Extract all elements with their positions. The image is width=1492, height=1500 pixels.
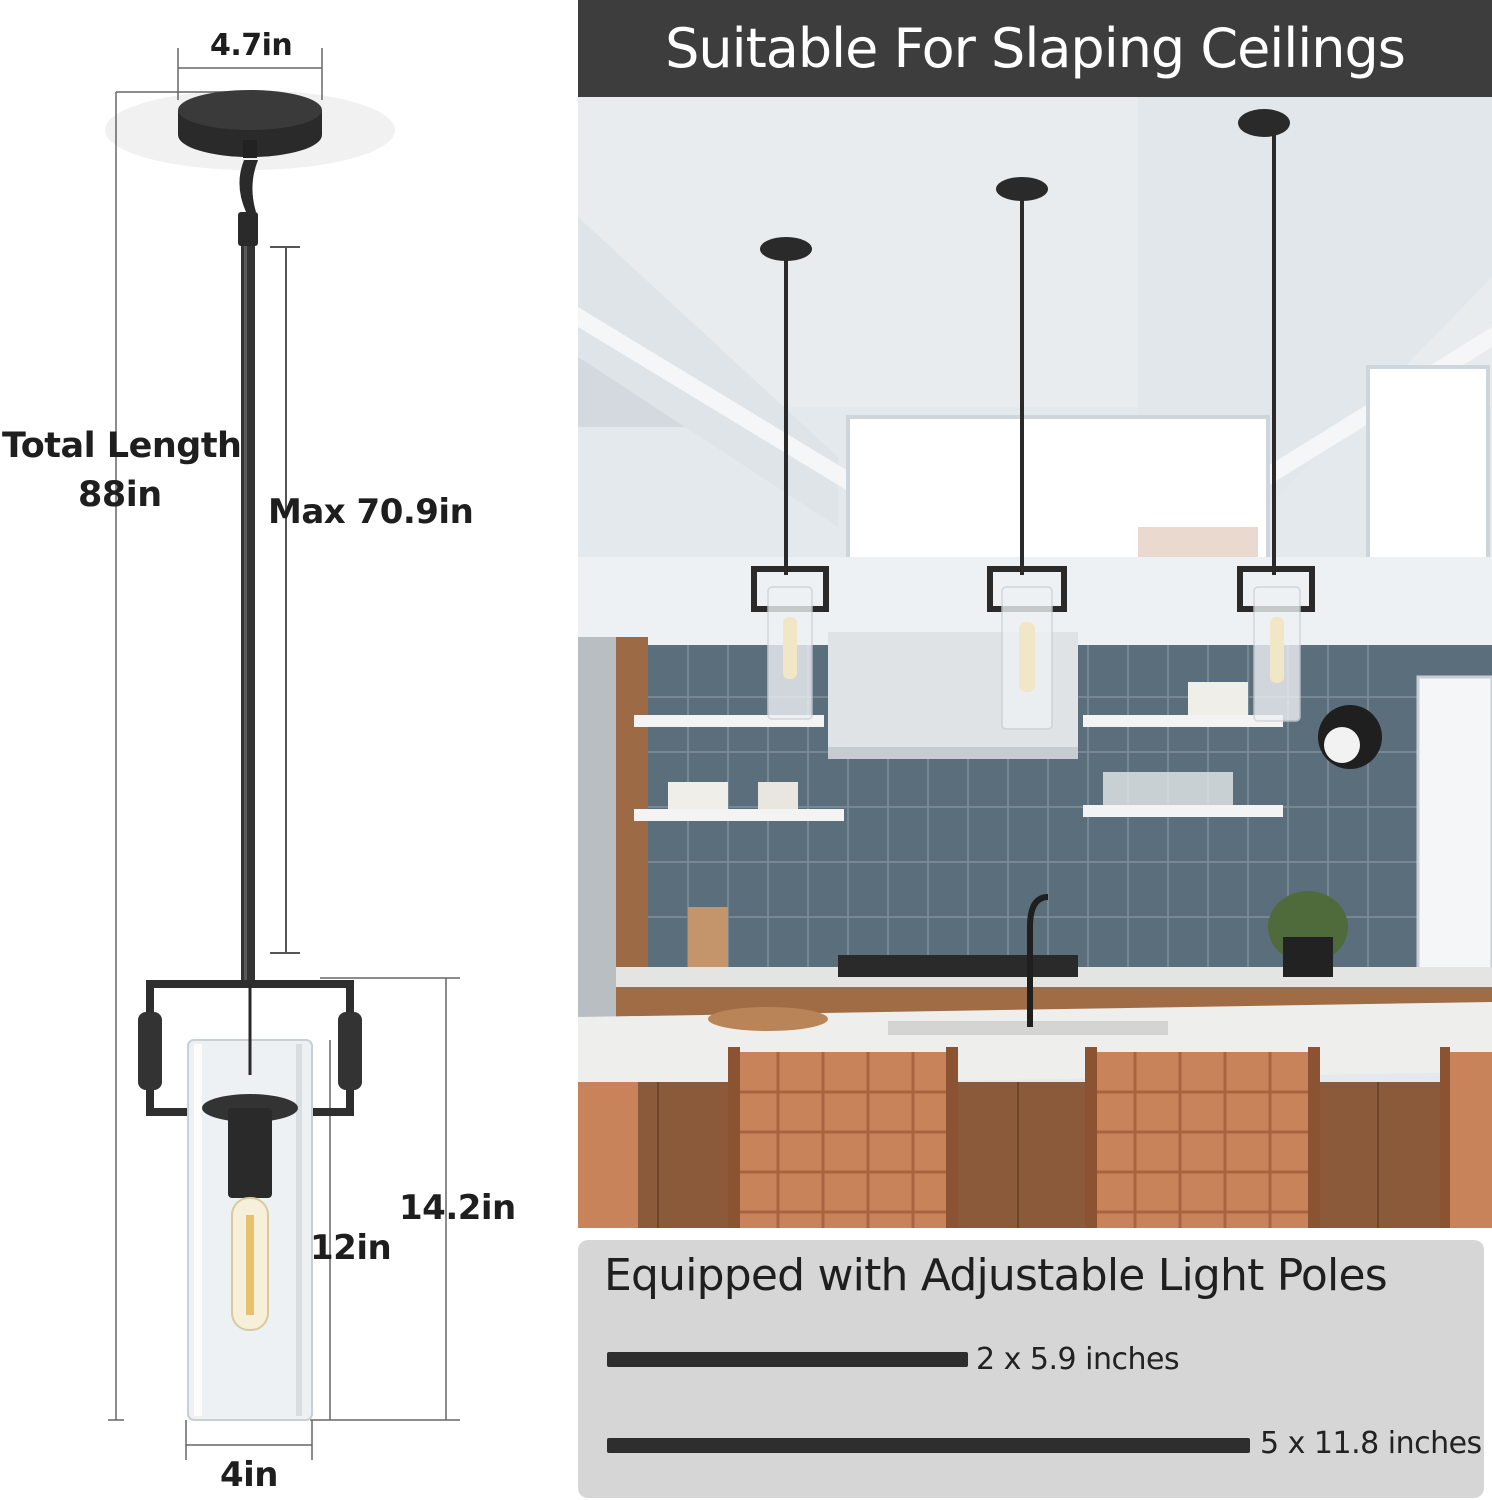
- stool-left: [578, 1047, 958, 1228]
- kitchen-scene-image: [578, 97, 1492, 1228]
- short-pole-label: 2 x 5.9 inches: [976, 1342, 1180, 1377]
- bulb-socket: [202, 984, 298, 1198]
- pendant-light-3: [1237, 109, 1315, 722]
- dimension-diagram: [105, 48, 460, 1460]
- adjustable-poles-panel: Equipped with Adjustable Light Poles 2 x…: [578, 1240, 1484, 1498]
- frame-grip-left: [138, 1012, 162, 1090]
- total-length-value: 88in: [78, 475, 162, 515]
- pendant-light-2: [987, 177, 1067, 730]
- swivel-joint: [238, 160, 258, 246]
- max-rod-label: Max 70.9in: [268, 492, 474, 532]
- long-pole-bar: [607, 1438, 1250, 1453]
- shade-width-label: 4in: [220, 1455, 279, 1495]
- fixture-height-label: 14.2in: [399, 1188, 516, 1228]
- banner-title: Suitable For Slaping Ceilings: [665, 17, 1406, 80]
- stool-right: [1085, 1047, 1492, 1228]
- canopy-width-label: 4.7in: [210, 28, 293, 63]
- down-rod: [241, 246, 255, 984]
- poles-heading: Equipped with Adjustable Light Poles: [604, 1250, 1388, 1301]
- short-pole-bar: [607, 1352, 968, 1367]
- canopy: [178, 90, 322, 158]
- edison-bulb: [231, 1197, 269, 1331]
- title-banner: Suitable For Slaping Ceilings: [578, 0, 1492, 97]
- total-length-label: Total Length: [2, 426, 242, 466]
- frame-grip-right: [338, 1012, 362, 1090]
- shade-height-label: 12in: [310, 1228, 392, 1268]
- pendant-light-1: [751, 237, 829, 720]
- long-pole-label: 5 x 11.8 inches: [1260, 1426, 1482, 1461]
